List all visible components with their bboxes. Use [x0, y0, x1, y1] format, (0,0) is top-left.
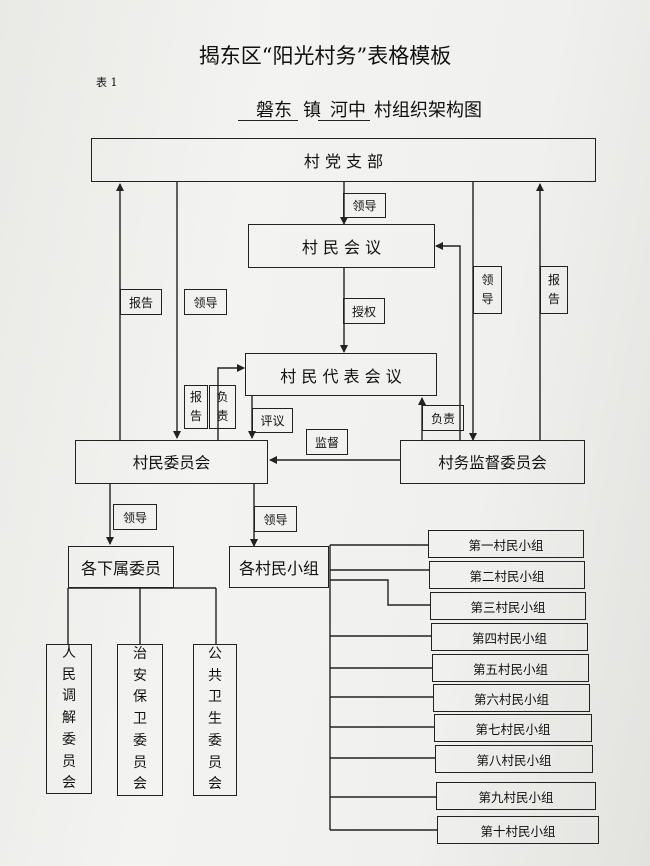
villager-groups-label: 各村民小组 [238, 559, 319, 578]
edge-label-responsible-small: 负 责 [209, 385, 236, 429]
security-char: 卫 [133, 711, 147, 728]
villager-group-node: 第二村民小组 [429, 561, 585, 589]
edge-label-char: 领 [481, 272, 494, 287]
subordinate-committees-label: 各下属委员 [80, 559, 161, 578]
villager-groups-node: 各村民小组 [229, 546, 329, 588]
edge-label-text: 领导 [193, 295, 218, 310]
villager-group-node: 第三村民小组 [430, 592, 586, 620]
security-char: 保 [133, 689, 147, 706]
villagers-committee-label: 村民委员会 [132, 454, 211, 472]
edge-label-text: 评议 [260, 414, 285, 428]
edge-label-text: 领导 [263, 512, 288, 527]
edge-label-text: 授权 [351, 304, 376, 319]
edge-label-char: 责 [216, 409, 229, 423]
subtitle-underline-village [318, 120, 370, 121]
villager-group-label: 第六村民小组 [473, 691, 549, 707]
table-label: 表 1 [96, 76, 118, 89]
villager-group-label: 第二村民小组 [469, 568, 545, 584]
supervision-committee-label: 村务监督委员会 [438, 454, 547, 472]
mediation-char: 民 [62, 666, 76, 683]
mediation-char: 解 [62, 710, 76, 727]
edge-label-text: 领导 [352, 199, 377, 213]
edge-label-char: 告 [189, 409, 202, 423]
edge-label-text: 负责 [430, 411, 455, 426]
mediation-char: 人 [62, 645, 76, 662]
villager-group-node: 第十村民小组 [437, 816, 599, 844]
mediation-char: 会 [62, 775, 76, 792]
security-char: 会 [133, 776, 147, 793]
mediation-char: 调 [62, 688, 76, 705]
villager-group-label: 第五村民小组 [472, 661, 548, 677]
villager-group-label: 第一村民小组 [468, 537, 544, 553]
edge-label-supervise: 监督 [306, 429, 348, 455]
villagers-meeting-node: 村 民 会 议 [248, 224, 435, 268]
edge-label-lead: 领导 [343, 193, 386, 218]
edge-label-char: 告 [547, 292, 560, 306]
rep-meeting-label: 村 民 代 表 会 议 [280, 366, 402, 386]
villager-group-label: 第九村民小组 [478, 789, 554, 805]
edge-label-char: 负 [216, 389, 229, 404]
security-committee-node: 治 安 保 卫 委 员 会 [117, 644, 163, 796]
mediation-char: 委 [62, 731, 76, 748]
subtitle-underline-town [238, 120, 298, 121]
edge-label-text: 领导 [122, 510, 147, 525]
mediation-committee-node: 人 民 调 解 委 员 会 [46, 644, 92, 794]
security-char: 员 [133, 754, 147, 771]
health-char: 生 [208, 711, 222, 728]
villager-group-label: 第八村民小组 [476, 752, 552, 768]
party-branch-node: 村 党 支 部 [91, 138, 596, 182]
edge-label-review: 评议 [252, 408, 293, 433]
edge-label-lead-right: 领 导 [473, 266, 502, 314]
health-char: 会 [208, 776, 222, 793]
villager-group-node: 第九村民小组 [436, 782, 596, 810]
villagers-meeting-label: 村 民 会 议 [301, 238, 382, 257]
villager-group-node: 第一村民小组 [428, 530, 584, 558]
security-char: 委 [133, 732, 147, 749]
rep-meeting-node: 村 民 代 表 会 议 [245, 353, 437, 396]
page-title: 揭东区“阳光村务”表格模板 [198, 44, 452, 68]
villager-group-label: 第三村民小组 [470, 599, 546, 615]
security-char: 安 [133, 667, 147, 684]
villager-group-label: 第七村民小组 [475, 721, 551, 737]
villager-group-node: 第五村民小组 [432, 654, 589, 682]
health-char: 公 [208, 646, 222, 663]
subtitle-village: 河中 [330, 100, 366, 121]
villager-group-node: 第七村民小组 [434, 714, 592, 742]
subtitle-town: 磐东 [256, 100, 292, 121]
edge-label-char: 导 [481, 292, 494, 306]
edge-label-text: 报告 [128, 295, 153, 310]
mediation-char: 员 [62, 753, 76, 770]
edge-label-char: 报 [189, 389, 202, 404]
edge-label-lead-left: 领导 [184, 289, 227, 315]
health-committee-node: 公 共 卫 生 委 员 会 [193, 644, 237, 796]
edge-label-authorize: 授权 [343, 298, 385, 324]
supervision-committee-node: 村务监督委员会 [400, 440, 585, 484]
edge-label-report-right: 报 告 [540, 266, 568, 314]
edge-label-char: 报 [547, 272, 560, 287]
villager-group-node: 第八村民小组 [435, 745, 593, 773]
villagers-committee-node: 村民委员会 [75, 440, 268, 484]
edge-label-lead-sub: 领导 [113, 504, 157, 530]
villager-group-node: 第六村民小组 [433, 684, 590, 712]
security-char: 治 [133, 646, 147, 663]
subtitle-suffix: 村组织架构图 [374, 100, 482, 121]
edge-label-lead-groups: 领导 [254, 506, 297, 532]
edge-label-report-left: 报告 [120, 289, 162, 315]
party-branch-label: 村 党 支 部 [303, 152, 384, 171]
villager-group-node: 第四村民小组 [431, 623, 588, 651]
subordinate-committees-node: 各下属委员 [68, 546, 174, 588]
health-char: 委 [208, 732, 222, 749]
villager-group-label: 第四村民小组 [471, 630, 547, 646]
chart-subtitle: 磐东 镇 河中 村组织架构图 [0, 96, 650, 124]
health-char: 卫 [208, 689, 222, 706]
health-char: 员 [208, 754, 222, 771]
edge-label-text: 监督 [314, 435, 339, 450]
edge-label-report-small: 报 告 [184, 385, 208, 429]
villager-group-label: 第十村民小组 [480, 823, 556, 839]
edge-label-responsible-right: 负责 [422, 405, 464, 431]
subtitle-town-suffix: 镇 [303, 100, 321, 121]
health-char: 共 [208, 667, 222, 684]
